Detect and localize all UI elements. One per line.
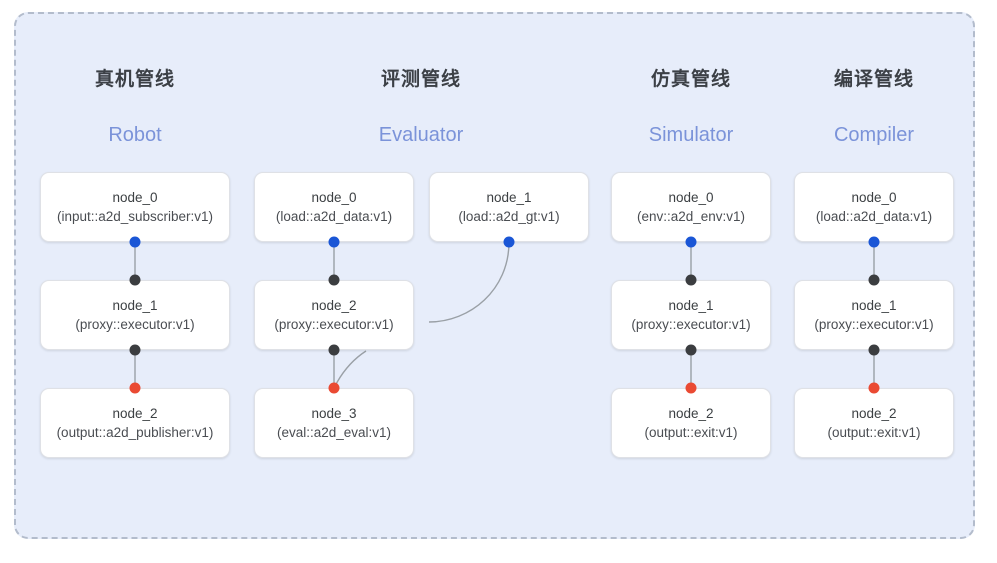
node-name: node_0	[112, 190, 158, 205]
node-type: (output::exit:v1)	[827, 424, 921, 440]
node-compiler-2[interactable]: node_2 (output::exit:v1)	[794, 388, 954, 458]
column-title-en-simulator: Simulator	[648, 124, 734, 146]
node-name: node_1	[112, 298, 158, 313]
node-type: (load::a2d_data:v1)	[275, 208, 393, 224]
node-name: node_2	[112, 406, 158, 421]
node-type: (input::a2d_subscriber:v1)	[56, 208, 214, 224]
node-type: (proxy::executor:v1)	[75, 316, 195, 332]
node-type: (proxy::executor:v1)	[274, 316, 394, 332]
node-name: node_2	[851, 406, 897, 421]
node-type: (load::a2d_gt:v1)	[458, 208, 560, 224]
node-name: node_2	[311, 298, 357, 313]
port-dot-output	[328, 382, 340, 394]
node-robot-1[interactable]: node_1 (proxy::executor:v1)	[40, 280, 230, 350]
node-evaluator-0[interactable]: node_0 (load::a2d_data:v1)	[254, 172, 414, 242]
port-dot-input	[328, 236, 340, 248]
node-type: (proxy::executor:v1)	[814, 316, 934, 332]
port-dot-internal	[129, 344, 141, 356]
node-evaluator-3[interactable]: node_3 (eval::a2d_eval:v1)	[254, 388, 414, 458]
node-simulator-2[interactable]: node_2 (output::exit:v1)	[611, 388, 771, 458]
node-name: node_0	[668, 190, 714, 205]
port-dot-output	[129, 382, 141, 394]
node-evaluator-2[interactable]: node_2 (proxy::executor:v1)	[254, 280, 414, 350]
port-dot-input	[868, 236, 880, 248]
node-type: (output::exit:v1)	[644, 424, 738, 440]
column-title-en-robot: Robot	[108, 124, 162, 146]
column-title-en-evaluator: Evaluator	[378, 124, 464, 146]
node-simulator-1[interactable]: node_1 (proxy::executor:v1)	[611, 280, 771, 350]
node-name: node_0	[311, 190, 357, 205]
column-title-cn-compiler: 编译管线	[833, 69, 914, 90]
column-title-cn-simulator: 仿真管线	[650, 69, 731, 90]
node-robot-2[interactable]: node_2 (output::a2d_publisher:v1)	[40, 388, 230, 458]
node-type: (env::a2d_env:v1)	[636, 208, 746, 224]
node-name: node_0	[851, 190, 897, 205]
node-simulator-0[interactable]: node_0 (env::a2d_env:v1)	[611, 172, 771, 242]
node-name: node_2	[668, 406, 714, 421]
port-dot-output	[868, 382, 880, 394]
pipeline-panel	[14, 12, 975, 539]
node-type: (eval::a2d_eval:v1)	[276, 424, 392, 440]
node-name: node_3	[311, 406, 357, 421]
node-name: node_1	[486, 190, 532, 205]
column-title-en-compiler: Compiler	[833, 124, 915, 146]
node-type: (proxy::executor:v1)	[631, 316, 751, 332]
port-dot-input	[685, 236, 697, 248]
node-compiler-0[interactable]: node_0 (load::a2d_data:v1)	[794, 172, 954, 242]
port-dot-internal	[328, 274, 340, 286]
port-dot-internal	[328, 344, 340, 356]
column-title-cn-evaluator: 评测管线	[380, 69, 461, 90]
node-compiler-1[interactable]: node_1 (proxy::executor:v1)	[794, 280, 954, 350]
port-dot-internal	[129, 274, 141, 286]
node-name: node_1	[668, 298, 714, 313]
node-type: (load::a2d_data:v1)	[815, 208, 933, 224]
port-dot-input	[129, 236, 141, 248]
port-dot-internal	[685, 344, 697, 356]
node-robot-0[interactable]: node_0 (input::a2d_subscriber:v1)	[40, 172, 230, 242]
node-type: (output::a2d_publisher:v1)	[56, 424, 214, 440]
port-dot-internal	[685, 274, 697, 286]
port-dot-internal	[868, 344, 880, 356]
node-name: node_1	[851, 298, 897, 313]
node-evaluator-1[interactable]: node_1 (load::a2d_gt:v1)	[429, 172, 589, 242]
port-dot-input	[503, 236, 515, 248]
port-dot-internal	[868, 274, 880, 286]
column-title-cn-robot: 真机管线	[94, 69, 175, 90]
port-dot-output	[685, 382, 697, 394]
